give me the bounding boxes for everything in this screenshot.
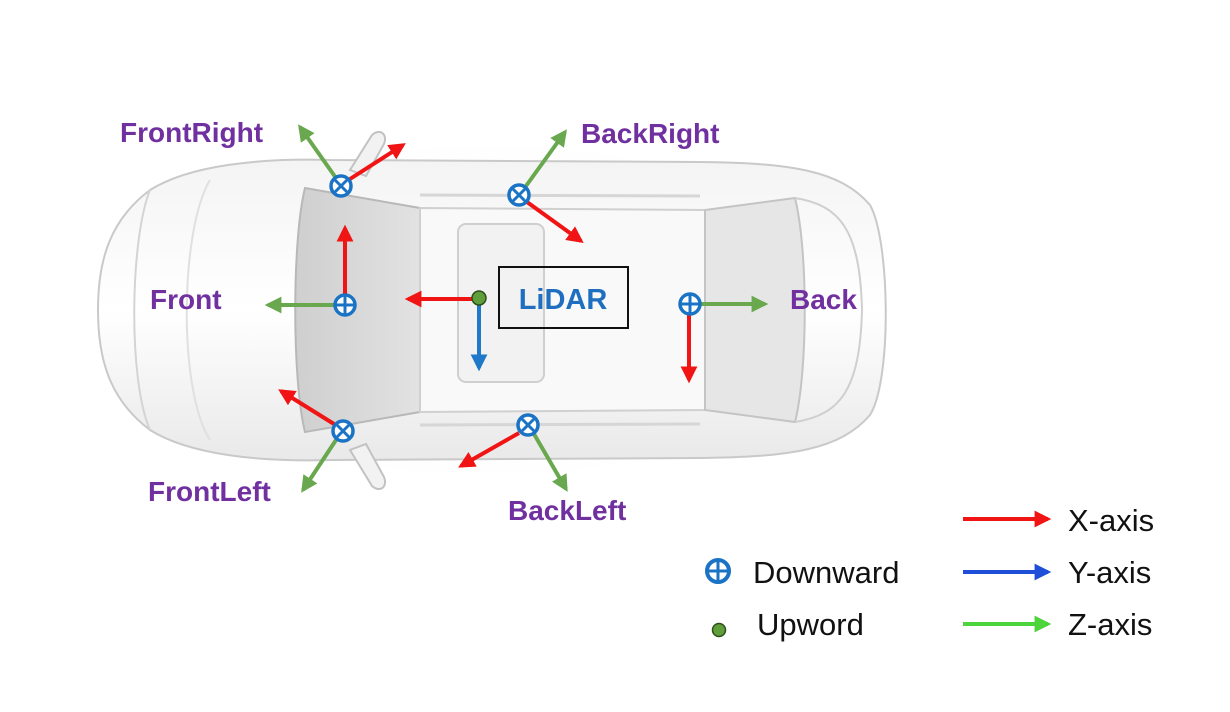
- front-right-x-arrow: [348, 143, 406, 181]
- lidar-label-box: [498, 266, 629, 329]
- legend-z-axis-label: Z-axis: [1068, 607, 1152, 642]
- front-left-label: FrontLeft: [148, 476, 271, 507]
- front-left-downward-icon: [331, 419, 355, 443]
- lidar-sensor: LiDAR: [404, 266, 629, 372]
- camera-back-right: BackRight: [507, 118, 719, 243]
- back-right-z-arrow: [524, 129, 567, 188]
- front-left-z-arrow: [301, 438, 338, 493]
- camera-front-right: FrontRight: [120, 117, 406, 198]
- lidar-upward-dot: [471, 290, 487, 306]
- back-label: Back: [790, 284, 857, 315]
- legend-y-axis-label: Y-axis: [1068, 555, 1151, 590]
- front-right-downward-icon: [329, 174, 353, 198]
- front-right-label: FrontRight: [120, 117, 263, 148]
- camera-back: Back: [678, 284, 857, 384]
- dot-icon: [711, 622, 727, 638]
- legend-upward: Upword: [711, 607, 864, 642]
- back-left-downward-icon: [516, 413, 540, 437]
- back-left-x-arrow: [458, 431, 520, 468]
- camera-back-left: BackLeft: [458, 413, 626, 526]
- legend-z-axis: Z-axis: [963, 607, 1152, 642]
- front-label: Front: [150, 284, 222, 315]
- back-right-downward-icon: [507, 183, 531, 207]
- legend-y-axis: Y-axis: [963, 555, 1151, 590]
- camera-front-left: FrontLeft: [148, 389, 355, 507]
- legend-x-axis: X-axis: [963, 503, 1154, 538]
- front-downward-icon: [333, 293, 357, 317]
- circle-plus-icon: [705, 558, 731, 584]
- back-left-z-arrow: [532, 432, 568, 492]
- legend: Downward Upword X-axis Y-axis Z-axis: [705, 503, 1154, 642]
- back-downward-icon: [678, 292, 702, 316]
- legend-upward-label: Upword: [757, 607, 864, 642]
- lidar-label: LiDAR: [519, 284, 608, 316]
- back-right-label: BackRight: [581, 118, 719, 149]
- back-left-label: BackLeft: [508, 495, 626, 526]
- legend-x-axis-label: X-axis: [1068, 503, 1154, 538]
- camera-front: Front: [150, 224, 357, 317]
- front-left-x-arrow: [278, 389, 336, 426]
- front-right-z-arrow: [298, 124, 338, 180]
- back-right-x-arrow: [525, 200, 584, 243]
- legend-downward-label: Downward: [753, 555, 899, 590]
- legend-downward: Downward: [705, 555, 899, 590]
